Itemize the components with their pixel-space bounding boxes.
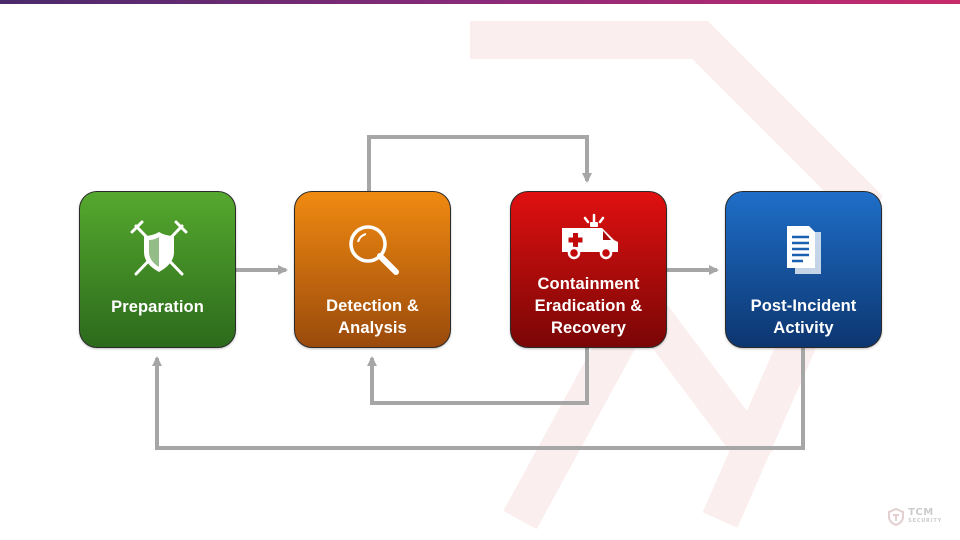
arrow-containment-back-to-detection xyxy=(367,348,589,405)
arrow-post-back-to-preparation xyxy=(152,348,805,450)
logo-tagline: SECURITY xyxy=(908,518,942,524)
document-icon xyxy=(726,224,883,276)
stage-preparation: Preparation xyxy=(79,191,236,348)
ambulance-icon xyxy=(511,212,668,262)
stage-label: Preparation xyxy=(111,298,204,316)
stage-label: Containment Eradication & Recovery xyxy=(534,275,643,337)
stage-label: Detection & Analysis xyxy=(326,297,419,337)
shield-logo-icon xyxy=(888,508,905,526)
top-accent-bar xyxy=(0,0,960,4)
arrow-detection-to-containment-top xyxy=(367,135,592,191)
tcm-security-logo: TCM SECURITY xyxy=(887,508,942,526)
shield-swords-icon xyxy=(80,220,237,280)
stage-containment-eradication-recovery: Containment Eradication & Recovery xyxy=(510,191,667,348)
stage-post-incident-activity: Post-Incident Activity xyxy=(725,191,882,348)
magnifier-icon xyxy=(295,222,452,278)
stage-label: Post-Incident Activity xyxy=(750,297,857,337)
stage-detection-analysis: Detection & Analysis xyxy=(294,191,451,348)
logo-name: TCM xyxy=(908,507,934,518)
